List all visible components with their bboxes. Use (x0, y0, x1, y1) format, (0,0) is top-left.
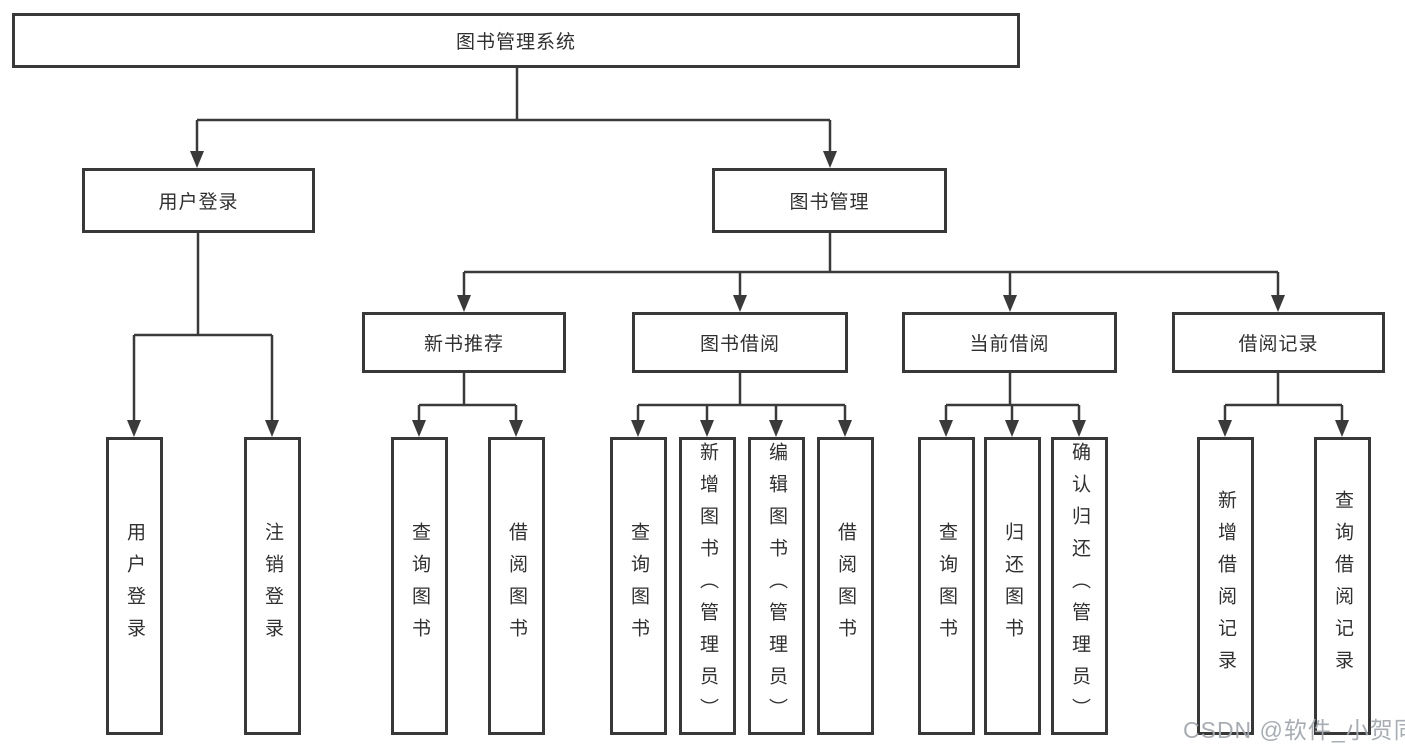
node-book-borrow: 图书借阅 (632, 312, 848, 373)
leaf-borrow-books-2: 借阅图书 (817, 437, 874, 735)
leaf-edit-books-admin: 编辑图书（管理员） (748, 437, 805, 735)
leaf-query-borrow-record: 查询借阅记录 (1314, 437, 1371, 735)
leaf-borrow-books-1: 借阅图书 (488, 437, 545, 735)
leaf-query-books-2: 查询图书 (610, 437, 667, 735)
node-borrow-records: 借阅记录 (1172, 312, 1385, 373)
node-new-book-recommend: 新书推荐 (362, 312, 566, 373)
node-user-login: 用户登录 (82, 168, 315, 233)
leaf-query-books-3: 查询图书 (918, 437, 975, 735)
node-current-borrow: 当前借阅 (902, 312, 1117, 373)
leaf-query-books-1: 查询图书 (391, 437, 448, 735)
node-book-management: 图书管理 (712, 168, 947, 233)
arrowheads (127, 151, 1349, 437)
leaf-add-borrow-record: 新增借阅记录 (1197, 437, 1254, 735)
leaf-return-books: 归还图书 (984, 437, 1041, 735)
leaf-confirm-return-admin: 确认归还（管理员） (1051, 437, 1108, 735)
node-root-system: 图书管理系统 (12, 13, 1020, 68)
csdn-watermark: CSDN @软件_小贺同学 (1183, 717, 1405, 743)
leaf-logout: 注销登录 (244, 437, 301, 735)
leaf-add-books-admin: 新增图书（管理员） (679, 437, 736, 735)
leaf-user-login: 用户登录 (106, 437, 163, 735)
